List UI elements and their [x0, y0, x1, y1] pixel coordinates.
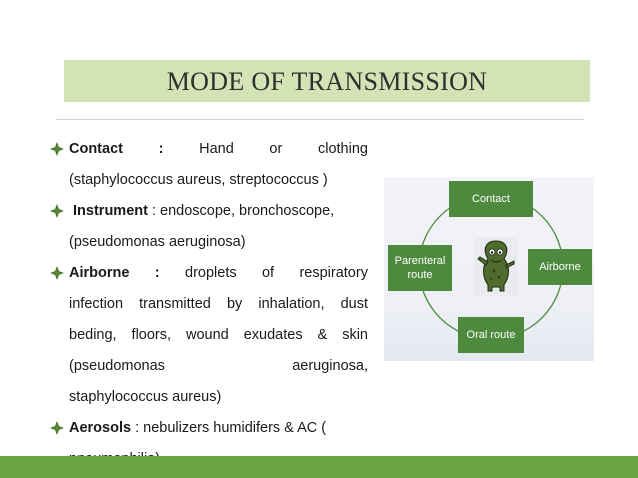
bullet-contact: Contact : Hand or clothing (staphylococc…	[50, 134, 368, 196]
diamond-bullet-icon	[50, 204, 64, 218]
node-label-line: Parenteral	[394, 255, 446, 267]
bullet-label: Aerosols	[69, 420, 132, 436]
bullet-word: or	[269, 141, 283, 157]
bullet-label: Contact	[69, 141, 123, 157]
bullet-word: clothing	[317, 141, 368, 157]
bullet-text: : endoscope, bronchoscope,	[147, 203, 335, 219]
footer-bar	[0, 456, 638, 478]
bullet-line-text: aeruginosa,	[292, 358, 368, 374]
bullet-airborne: Airborne : droplets of respiratory infec…	[50, 258, 368, 413]
bullet-list: Contact : Hand or clothing (staphylococc…	[50, 134, 368, 475]
bullet-text: : nebulizers humidifers & AC (	[131, 420, 327, 436]
bullet-line: (pseudomonas aeruginosa)	[69, 234, 246, 250]
bullet-word: Hand	[199, 141, 234, 157]
node-parenteral-route: Parenteral route	[388, 245, 452, 291]
diamond-bullet-icon	[50, 421, 64, 435]
bullet-line: beding, floors, wound exudates & skin	[69, 320, 368, 351]
bullet-line: staphylococcus aureus)	[69, 389, 222, 405]
bullet-line: infection transmitted by inhalation, dus…	[69, 289, 368, 320]
transmission-cycle-diagram: Contact Airborne Oral route Parenteral r…	[384, 177, 594, 361]
node-label-line: route	[407, 269, 433, 281]
bullet-word: respiratory	[299, 265, 368, 281]
germ-illustration	[474, 237, 518, 297]
node-airborne: Airborne	[528, 249, 592, 285]
bullet-line: (staphylococcus aureus, streptococcus )	[69, 172, 328, 188]
node-oral-route: Oral route	[458, 317, 524, 353]
title-band	[64, 60, 590, 102]
bullet-instrument: Instrument : endoscope, bronchoscope, (p…	[50, 196, 368, 258]
bullet-word: of	[261, 265, 275, 281]
bullet-line-text: infection transmitted by inhalation, dus…	[69, 296, 368, 312]
bullet-label: Airborne	[69, 265, 130, 281]
bullet-word: droplets	[185, 265, 237, 281]
diamond-bullet-icon	[50, 142, 64, 156]
bullet-line-text: beding, floors, wound exudates & skin	[69, 327, 368, 343]
bullet-separator: :	[154, 265, 160, 281]
title-divider	[56, 119, 584, 120]
bullet-separator: :	[158, 141, 164, 157]
slide-title: MODE OF TRANSMISSION	[166, 67, 488, 96]
bullet-line: (pseudomonas aeruginosa,	[69, 351, 368, 382]
diamond-bullet-icon	[50, 266, 64, 280]
bullet-line-text: (pseudomonas	[69, 358, 165, 374]
bullet-label: Instrument	[73, 203, 148, 219]
node-contact: Contact	[449, 181, 533, 217]
